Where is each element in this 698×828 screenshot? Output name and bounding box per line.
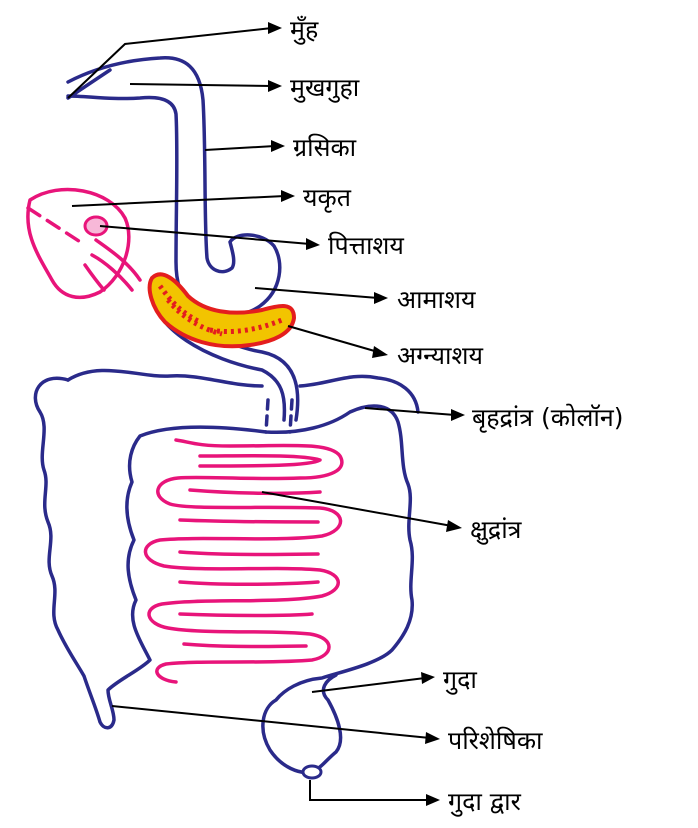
leader-lines xyxy=(68,22,465,806)
label-large-intestine: बृहद्रांत्र (कोलॉन) xyxy=(472,403,624,433)
label-stomach: आमाशय xyxy=(397,285,476,314)
label-mouth: मुँह xyxy=(290,15,319,45)
label-esophagus: ग्रसिका xyxy=(293,133,357,162)
mouth-and-esophagus xyxy=(68,58,280,316)
label-mouth-cavity: मुखगुहा xyxy=(290,73,360,103)
small-intestine xyxy=(145,440,341,682)
label-rectum: गुदा xyxy=(443,665,477,695)
label-appendix: परिशेषिका xyxy=(448,726,543,755)
label-anus: गुदा द्वार xyxy=(448,787,522,817)
label-liver: यकृत xyxy=(303,183,352,213)
label-small-intestine: क्षुद्रांत्र xyxy=(470,515,523,545)
label-pancreas: अग्न्याशय xyxy=(397,341,483,370)
pancreas xyxy=(150,274,294,346)
label-gallbladder: पित्ताशय xyxy=(328,231,404,260)
